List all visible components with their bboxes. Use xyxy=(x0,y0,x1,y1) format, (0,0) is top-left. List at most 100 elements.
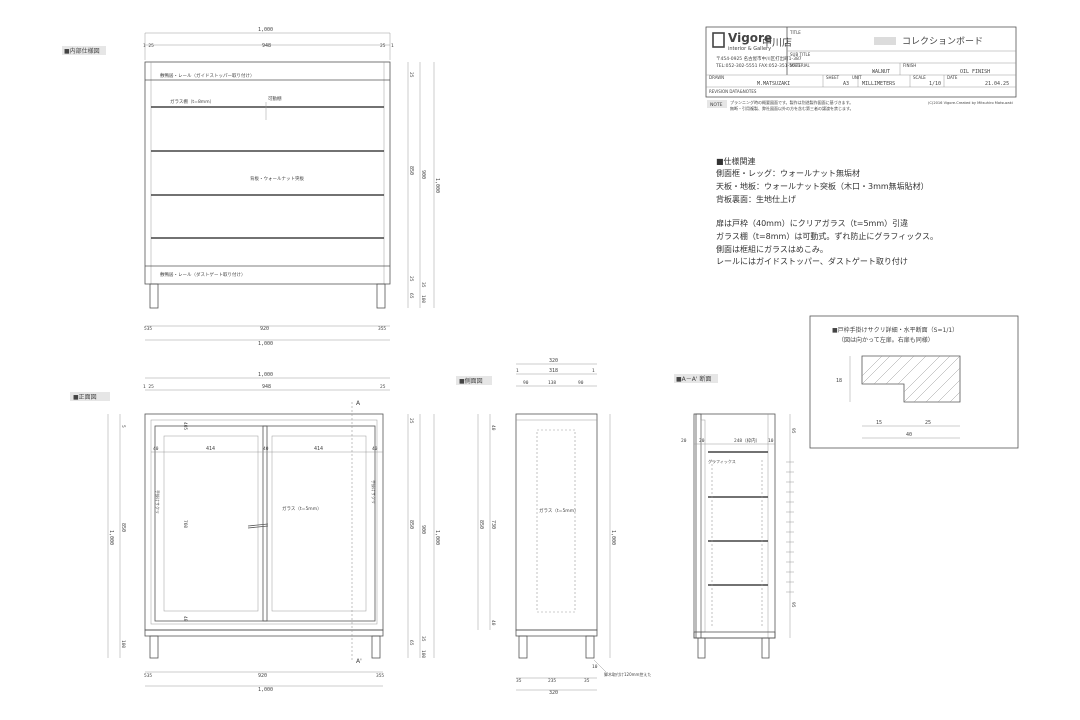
sheet-value: A3 xyxy=(843,81,849,87)
material-label: MATERIAL xyxy=(790,63,811,68)
unit-label: UNIT xyxy=(852,75,862,80)
section-view: ■A－A' 断面 グラフィックス 20 20 248（枠内） 10 95 95 xyxy=(674,374,796,659)
dim-interior-948: 948 xyxy=(262,43,271,49)
dim-front-40b: 40 xyxy=(263,446,269,452)
dim-front-948: 948 xyxy=(262,384,271,390)
dim-front-v850r: 850 xyxy=(408,520,414,529)
side-glass-note: ガラス（t=5mm） xyxy=(539,507,579,514)
detail-dim-15: 15 xyxy=(876,420,882,426)
dim-front-v25: 25 xyxy=(408,418,414,424)
sheet-label: SHEET xyxy=(826,75,840,80)
dim-front-405: 405 xyxy=(182,422,188,430)
dim-side-v40a: 40 xyxy=(490,425,496,431)
dim-front-v65: 65 xyxy=(408,640,414,646)
back-panel-note: 背板・ウォールナット突板 xyxy=(250,175,304,182)
dim-side-35b: 35 xyxy=(584,678,590,684)
dim-front-414b: 414 xyxy=(314,446,323,452)
dim-interior-v1000: 1,000 xyxy=(434,178,440,193)
scale-label: SCALE xyxy=(913,75,926,80)
glass-shelf-note: ガラス棚（t=8mm） xyxy=(170,98,214,105)
dim-front-355: 355 xyxy=(376,673,384,679)
dim-section-20a: 20 xyxy=(681,438,687,444)
dim-side-v730: 730 xyxy=(490,520,496,529)
dim-side-35a: 35 xyxy=(516,678,522,684)
detail-box: ■戸枠手掛けサクリ詳細・水平断面（S=1/1） （図は向かって左扉。右扉も同様）… xyxy=(809,315,1019,449)
blurred-name xyxy=(874,37,896,45)
spec-line-6: 側面は框組にガラスはめこみ。 xyxy=(716,245,828,254)
dim-side-90a: 90 xyxy=(523,380,529,386)
section-label-bg xyxy=(674,374,718,383)
logo-sub: interior & Gallery xyxy=(728,46,771,52)
finish-label: FINISH xyxy=(903,63,916,68)
dim-front-25: 25 xyxy=(380,384,386,390)
front-label-bg xyxy=(70,392,110,401)
dim-side-138: 138 xyxy=(548,380,556,386)
title-block: Vigore interior & Gallery 中川店 〒454-0925 … xyxy=(705,26,1017,111)
revision-label: REVISION DATA&NOTES xyxy=(709,89,757,94)
note-line-2: 無断・引用複製、弊社図面以外の方を含む第三者の譲渡を禁じます。 xyxy=(730,105,854,111)
interior-label-bg xyxy=(62,46,106,55)
title-label: TITLE xyxy=(789,30,801,35)
side-label-bg xyxy=(456,376,492,385)
dim-interior-1000-bot: 1,000 xyxy=(258,341,273,347)
hand-cut-left: 手掛けサクリ xyxy=(155,490,161,514)
drawn-value: M.MATSUZAKI xyxy=(757,81,790,87)
dim-side-320-bot: 320 xyxy=(549,690,558,696)
dim-section-v95b: 95 xyxy=(790,602,796,608)
note-tag: NOTE xyxy=(710,102,723,108)
detail-hatch xyxy=(861,355,961,403)
spec-line-4: 扉は戸枠（40mm）にクリアガラス（t=5mm）引違 xyxy=(716,219,909,228)
dim-interior-v25: 25 xyxy=(408,72,414,78)
dim-interior-v35: 35 xyxy=(420,282,426,288)
graphics-note: グラフィックス xyxy=(708,458,736,464)
spec-line-7: レールにはガイドストッパー、ダストゲート取り付け xyxy=(716,257,908,266)
dim-interior-1000-top: 1,000 xyxy=(258,27,273,33)
dim-interior-1: 1 xyxy=(391,43,394,49)
dim-interior-v850: 850 xyxy=(408,166,414,175)
dim-side-320-top: 320 xyxy=(549,358,558,364)
dim-front-v5: 5 xyxy=(120,425,126,428)
dim-front-760: 760 xyxy=(182,520,188,528)
material-value: WALNUT xyxy=(872,69,890,75)
dim-interior-25: 25 xyxy=(380,43,386,49)
store-name: 中川店 xyxy=(762,36,792,49)
interior-view: ■内部仕様図 1,000 1 25 948 25 1 敷鴨居・レール（ガイドスト… xyxy=(62,27,440,347)
dim-section-248: 248（枠内） xyxy=(734,437,760,444)
dim-side-10: 10 xyxy=(592,664,598,670)
detail-dim-18: 18 xyxy=(836,378,842,384)
dim-interior-920: 920 xyxy=(260,326,269,332)
dim-front-1000-top: 1,000 xyxy=(258,372,273,378)
detail-title: ■戸枠手掛けサクリ詳細・水平断面（S=1/1） xyxy=(832,326,958,334)
note-tag-bg xyxy=(707,100,727,108)
detail-dim-40: 40 xyxy=(906,432,912,438)
movable-shelf-note: 可動棚 xyxy=(268,95,282,102)
dim-front-v100r: 100 xyxy=(420,650,426,658)
dim-section-10: 10 xyxy=(768,438,774,444)
spec-line-1: 側面框・レッグ：ウォールナット無垢材 xyxy=(716,169,860,178)
spec-line-2: 天板・地板：ウォールナット突板（木口・3mm無垢貼材） xyxy=(716,182,929,191)
date-value: 21.04.25 xyxy=(985,81,1009,87)
dim-side-v40b: 40 xyxy=(490,620,496,626)
spec-line-5: ガラス棚（t=8mm）は可動式。ずれ防止にグラフィックス。 xyxy=(716,232,938,241)
dim-side-1a: 1 xyxy=(516,368,519,374)
section-label: ■A－A' 断面 xyxy=(676,375,711,383)
cut-a-bottom: A' xyxy=(356,658,362,665)
drawn-label: DRAWN xyxy=(709,75,724,80)
detail-subtitle: （図は向かって左扉。右扉も同様） xyxy=(838,336,934,344)
dim-section-v95a: 95 xyxy=(790,428,796,434)
dim-side-235: 235 xyxy=(548,678,556,684)
dim-front-v100: 100 xyxy=(120,640,126,648)
front-label: ■正面図 xyxy=(73,394,97,401)
dim-side-90b: 90 xyxy=(578,380,584,386)
date-label: DATE xyxy=(947,75,958,80)
spec-heading: ■仕様関連 xyxy=(716,157,756,166)
dim-front-414a: 414 xyxy=(206,446,215,452)
dim-interior-v65: 65 xyxy=(408,293,414,299)
unit-value: MILLIMETERS xyxy=(862,81,895,87)
drawing-title: コレクションボード xyxy=(902,36,983,47)
side-view: ■側面図 320 1 318 1 90 138 90 ガラス（t=5mm） 85… xyxy=(456,358,651,696)
logo-text: Vigore xyxy=(728,31,772,45)
dim-section-20b: 20 xyxy=(699,438,705,444)
dim-front-1000-bot: 1,000 xyxy=(258,687,273,693)
scale-value: 1/10 xyxy=(929,81,941,87)
